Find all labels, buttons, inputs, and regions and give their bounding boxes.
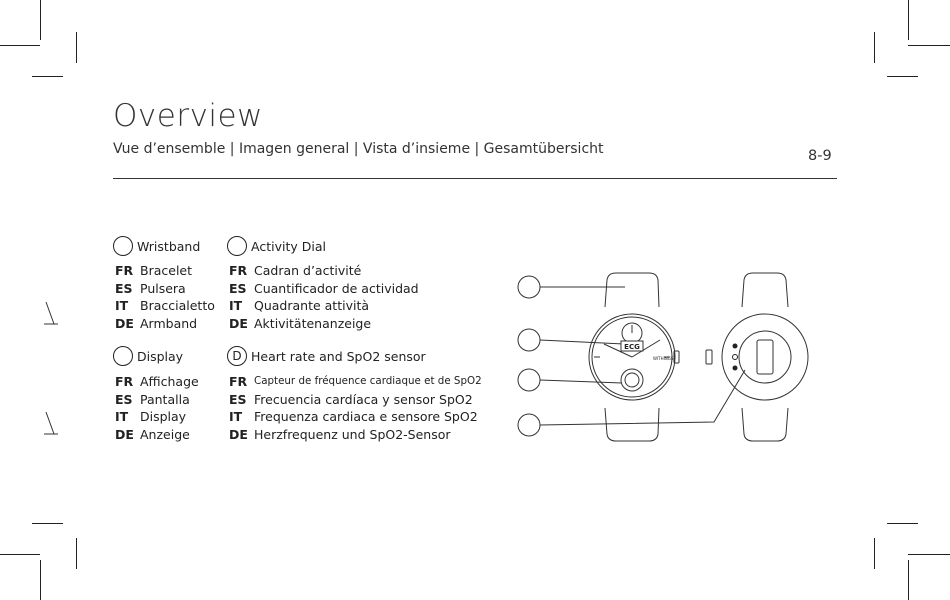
section-heading-text: Heart rate and SpO2 sensor xyxy=(251,348,426,364)
translation-row: DE Herzfrequenz und SpO2-Sensor xyxy=(229,426,482,444)
translation-text: Braccialetto xyxy=(140,298,215,313)
display-translations: FR Affichage ES Pantalla IT Display DE Anzei… xyxy=(115,373,199,443)
heart-subdial-inner xyxy=(624,372,640,388)
header-divider xyxy=(113,178,837,179)
translation-row: DE Armband xyxy=(115,315,215,333)
translation-row: IT Braccialetto xyxy=(115,297,215,315)
leader-line-b xyxy=(539,339,625,345)
front-watch-crown xyxy=(673,350,680,364)
heart-rate-translations: FR Capteur de fréquence cardiaque et de S… xyxy=(229,373,482,443)
wristband-translations: FR Bracelet ES Pulsera IT Braccialetto DE Ar… xyxy=(115,262,215,332)
callout-marker: D xyxy=(227,346,247,366)
translation-text: Pulsera xyxy=(140,280,186,296)
back-watch-case xyxy=(721,313,809,401)
lang-code: IT xyxy=(115,409,129,424)
translation-row: IT Frequenza cardiaca e sensore SpO2 xyxy=(229,408,482,426)
section-activity-dial-heading: Activity Dial xyxy=(227,236,326,256)
callout-circle-c xyxy=(517,368,541,392)
translation-text: Anzeige xyxy=(140,426,190,442)
ecg-display xyxy=(620,340,644,352)
section-display-heading: Display xyxy=(113,346,183,366)
translation-row: FR Capteur de fréquence cardiaque et de S… xyxy=(229,373,482,391)
translation-row: FR Affichage xyxy=(115,373,199,391)
page-title: Overview xyxy=(113,98,263,134)
lang-code: IT xyxy=(115,298,129,313)
section-heart-rate-heading: D Heart rate and SpO2 sensor xyxy=(227,346,426,366)
translation-text: Bracelet xyxy=(140,263,193,278)
translation-text: Aktivitätenanzeige xyxy=(254,315,372,331)
translation-text: Cadran d’activité xyxy=(254,263,362,278)
lang-code: FR xyxy=(115,374,134,389)
brand-text: WITHINGS xyxy=(653,356,674,361)
translation-text: Frequenza cardiaca e sensore SpO2 xyxy=(254,409,478,424)
translation-row: IT Display xyxy=(115,408,199,426)
section-heading-text: Activity Dial xyxy=(251,238,326,254)
translation-text: Affichage xyxy=(140,374,199,389)
section-wristband-heading: Wristband xyxy=(113,236,200,256)
translation-row: ES Cuantificador de actividad xyxy=(229,280,419,298)
callout-circle-a xyxy=(517,275,541,299)
leader-line-c xyxy=(539,379,623,384)
hour-hand xyxy=(631,339,661,358)
callout-marker xyxy=(113,236,133,256)
front-watch-strap-top xyxy=(604,272,660,308)
translation-text: Cuantificador de actividad xyxy=(254,280,419,296)
sensor-dot xyxy=(732,365,738,371)
lang-code: IT xyxy=(229,298,243,313)
fold-mark xyxy=(44,301,58,325)
back-watch-strap-top xyxy=(741,272,789,308)
sensor-dot xyxy=(732,354,738,360)
section-heading-text: Wristband xyxy=(137,238,201,254)
translation-row: DE Aktivitätenanzeige xyxy=(229,315,419,333)
translation-text: Capteur de fréquence cardiaque et de SpO… xyxy=(254,375,482,387)
page-subtitle: Vue d’ensemble | Imagen general | Vista … xyxy=(113,141,604,157)
lang-code: DE xyxy=(115,426,134,442)
section-heading-text: Display xyxy=(137,348,184,364)
back-watch-sensor-window xyxy=(756,339,774,375)
translation-text: Quadrante attività xyxy=(254,298,370,313)
heart-subdial xyxy=(620,368,644,392)
lang-code: FR xyxy=(115,263,134,278)
translation-text: Pantalla xyxy=(140,391,190,407)
back-watch-sensor-ring xyxy=(738,330,792,384)
lang-code: FR xyxy=(229,263,248,278)
front-watch-case xyxy=(588,313,676,401)
minute-hand xyxy=(603,343,633,358)
callout-marker xyxy=(227,236,247,256)
lang-code: DE xyxy=(229,426,248,442)
ecg-display-text: ECG xyxy=(624,343,640,351)
lang-code: FR xyxy=(229,374,248,389)
page-number: 8-9 xyxy=(808,148,832,164)
back-watch-crown xyxy=(705,349,713,365)
watch-illustration: ECG WITHINGS xyxy=(517,272,809,442)
callout-circle-d xyxy=(517,413,541,437)
lang-code: ES xyxy=(229,280,247,296)
translation-text: Frecuencia cardíaca y sensor SpO2 xyxy=(254,391,473,407)
fold-mark xyxy=(44,411,58,435)
lang-code: ES xyxy=(115,280,133,296)
translation-row: FR Cadran d’activité xyxy=(229,262,419,280)
activity-dial-translations: FR Cadran d’activité ES Cuantificador de a… xyxy=(229,262,419,332)
translation-row: DE Anzeige xyxy=(115,426,199,444)
callout-marker xyxy=(113,346,133,366)
translation-text: Armband xyxy=(140,315,198,331)
translation-row: FR Bracelet xyxy=(115,262,215,280)
lang-code: ES xyxy=(115,391,133,407)
translation-row: ES Pantalla xyxy=(115,391,199,409)
translation-row: ES Frecuencia cardíaca y sensor SpO2 xyxy=(229,391,482,409)
sensor-dot xyxy=(732,343,738,349)
callout-circle-b xyxy=(517,328,541,352)
translation-row: IT Quadrante attività xyxy=(229,297,419,315)
lang-code: DE xyxy=(115,315,134,331)
front-watch-bezel xyxy=(591,316,673,398)
lang-code: IT xyxy=(229,409,243,424)
front-watch-strap-bottom xyxy=(604,407,660,442)
translation-text: Herzfrequenz und SpO2-Sensor xyxy=(254,426,451,442)
back-watch-strap-bottom xyxy=(741,407,789,442)
lang-code: ES xyxy=(229,391,247,407)
translation-row: ES Pulsera xyxy=(115,280,215,298)
lang-code: DE xyxy=(229,315,248,331)
translation-text: Display xyxy=(140,409,187,424)
